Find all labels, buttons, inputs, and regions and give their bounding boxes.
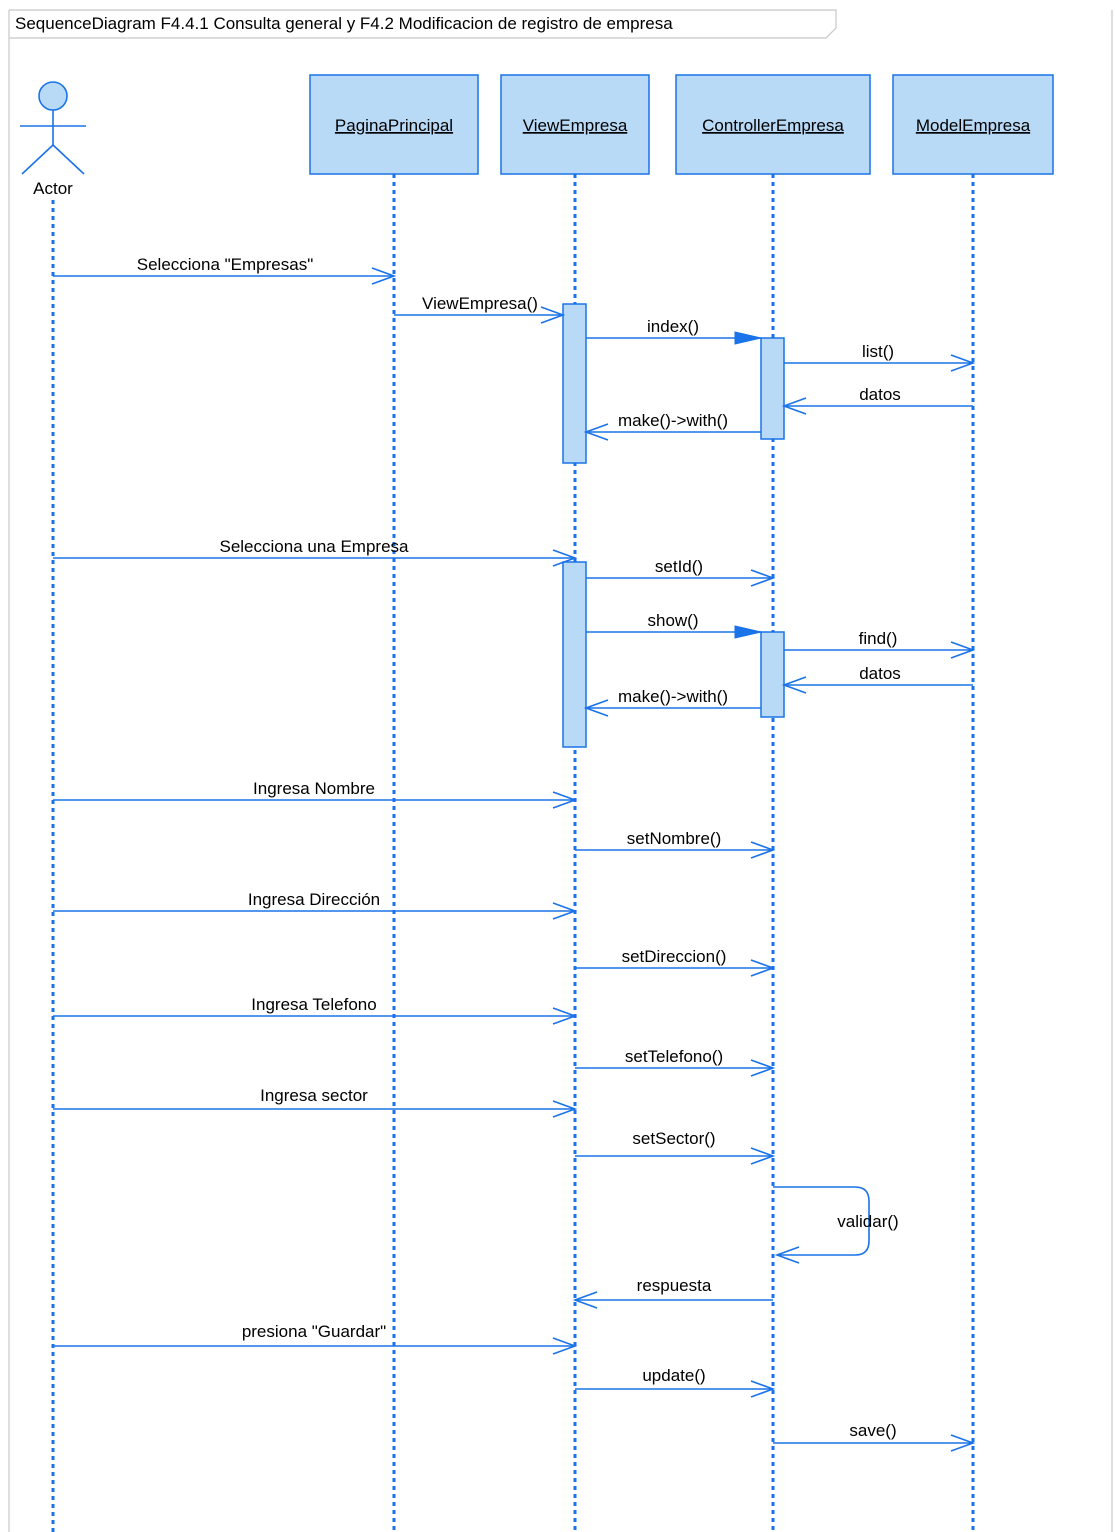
message-label: Ingresa Dirección xyxy=(248,890,380,909)
message-label: setNombre() xyxy=(627,829,721,848)
actor-label: Actor xyxy=(33,179,73,198)
message-label: find() xyxy=(859,629,898,648)
message-arrowhead xyxy=(950,1434,976,1452)
message-label: Ingresa Telefono xyxy=(251,995,376,1014)
message-2[interactable]: ViewEmpresa() xyxy=(394,294,566,324)
message-label: Selecciona una Empresa xyxy=(219,537,409,556)
lifeline-head-controller[interactable]: ControllerEmpresa xyxy=(675,74,871,175)
message-arrowhead xyxy=(552,902,578,920)
message-13[interactable]: Ingresa Nombre xyxy=(53,779,578,809)
message-8[interactable]: setId() xyxy=(586,557,776,587)
message-arrowhead xyxy=(552,1337,578,1355)
message-14[interactable]: setNombre() xyxy=(575,829,776,859)
actor[interactable]: Actor xyxy=(20,81,86,198)
message-label: make()->with() xyxy=(618,411,728,430)
message-label: make()->with() xyxy=(618,687,728,706)
lifeline-head-view[interactable]: ViewEmpresa xyxy=(500,74,650,175)
message-label: datos xyxy=(859,385,901,404)
message-label: Ingresa sector xyxy=(260,1086,368,1105)
message-17[interactable]: Ingresa Telefono xyxy=(53,995,578,1025)
message-arrowhead xyxy=(540,306,566,324)
lifeline-label-pagina: PaginaPrincipal xyxy=(335,116,453,135)
message-24[interactable]: update() xyxy=(575,1366,776,1398)
message-18[interactable]: setTelefono() xyxy=(575,1047,776,1077)
message-label: Selecciona "Empresas" xyxy=(137,255,313,274)
message-arrowhead xyxy=(750,1380,776,1398)
message-arrowhead xyxy=(950,641,976,659)
message-label: list() xyxy=(862,342,894,361)
lifeline-head-pagina[interactable]: PaginaPrincipal xyxy=(309,74,479,175)
message-arrowhead xyxy=(750,1147,776,1165)
message-arrowhead xyxy=(950,354,976,372)
message-arrowhead xyxy=(552,549,578,567)
message-25[interactable]: save() xyxy=(773,1421,976,1452)
message-label: setTelefono() xyxy=(625,1047,723,1066)
message-label: Ingresa Nombre xyxy=(253,779,375,798)
lifeline-label-view: ViewEmpresa xyxy=(523,116,628,135)
activation-controller-2 xyxy=(760,631,785,718)
message-arrowhead xyxy=(750,1059,776,1077)
actor-head xyxy=(38,81,68,111)
message-arrowhead xyxy=(750,959,776,977)
message-arrowhead xyxy=(774,1246,800,1264)
activation-view-1 xyxy=(562,303,587,464)
message-label: ViewEmpresa() xyxy=(422,294,538,313)
message-arrowhead xyxy=(583,423,609,441)
message-12[interactable]: make()->with() xyxy=(583,687,761,717)
message-arrowhead xyxy=(583,699,609,717)
messages: Selecciona "Empresas" ViewEmpresa() index(… xyxy=(53,255,976,1452)
message-label: setDireccion() xyxy=(622,947,727,966)
diagram-frame: SequenceDiagram F4.4.1 Consulta general … xyxy=(8,9,1113,1532)
message-label: setId() xyxy=(655,557,703,576)
message-label: setSector() xyxy=(632,1129,715,1148)
message-label: validar() xyxy=(837,1212,898,1231)
message-arrowhead xyxy=(750,841,776,859)
message-arrowhead xyxy=(734,331,762,345)
lifeline-head-model[interactable]: ModelEmpresa xyxy=(892,74,1054,175)
message-9[interactable]: show() xyxy=(586,611,762,639)
message-4[interactable]: list() xyxy=(784,342,976,372)
lifeline-label-controller: ControllerEmpresa xyxy=(702,116,844,135)
message-arrowhead xyxy=(371,267,397,285)
message-arrowhead xyxy=(572,1291,598,1309)
message-arrowhead xyxy=(750,569,776,587)
message-16[interactable]: setDireccion() xyxy=(575,947,776,977)
actor-left-leg xyxy=(21,144,54,175)
message-label: update() xyxy=(642,1366,705,1385)
message-label: show() xyxy=(647,611,698,630)
message-label: respuesta xyxy=(637,1276,712,1295)
message-label: index() xyxy=(647,317,699,336)
message-arrowhead xyxy=(781,397,807,415)
message-6[interactable]: make()->with() xyxy=(583,411,761,441)
message-line xyxy=(773,1186,870,1256)
message-arrowhead xyxy=(734,625,762,639)
message-arrowhead xyxy=(552,791,578,809)
message-label: presiona "Guardar" xyxy=(242,1322,386,1341)
message-arrowhead xyxy=(552,1100,578,1118)
message-22[interactable]: respuesta xyxy=(572,1276,773,1309)
message-3[interactable]: index() xyxy=(586,317,762,345)
message-23[interactable]: presiona "Guardar" xyxy=(53,1322,578,1355)
message-20[interactable]: setSector() xyxy=(575,1129,776,1165)
message-label: save() xyxy=(849,1421,896,1440)
message-arrowhead xyxy=(552,1007,578,1025)
message-19[interactable]: Ingresa sector xyxy=(53,1086,578,1118)
message-15[interactable]: Ingresa Dirección xyxy=(53,890,578,920)
activation-controller-1 xyxy=(760,337,785,440)
actor-right-leg xyxy=(52,144,85,175)
message-10[interactable]: find() xyxy=(784,629,976,659)
message-5[interactable]: datos xyxy=(781,385,973,415)
message-arrowhead xyxy=(781,676,807,694)
message-1[interactable]: Selecciona "Empresas" xyxy=(53,255,397,285)
message-11[interactable]: datos xyxy=(781,664,973,694)
message-7[interactable]: Selecciona una Empresa xyxy=(53,537,578,567)
message-21[interactable]: validar() xyxy=(773,1186,899,1264)
lifeline-label-model: ModelEmpresa xyxy=(916,116,1031,135)
message-label: datos xyxy=(859,664,901,683)
activation-view-2 xyxy=(562,561,587,748)
frame-title: SequenceDiagram F4.4.1 Consulta general … xyxy=(15,14,673,33)
